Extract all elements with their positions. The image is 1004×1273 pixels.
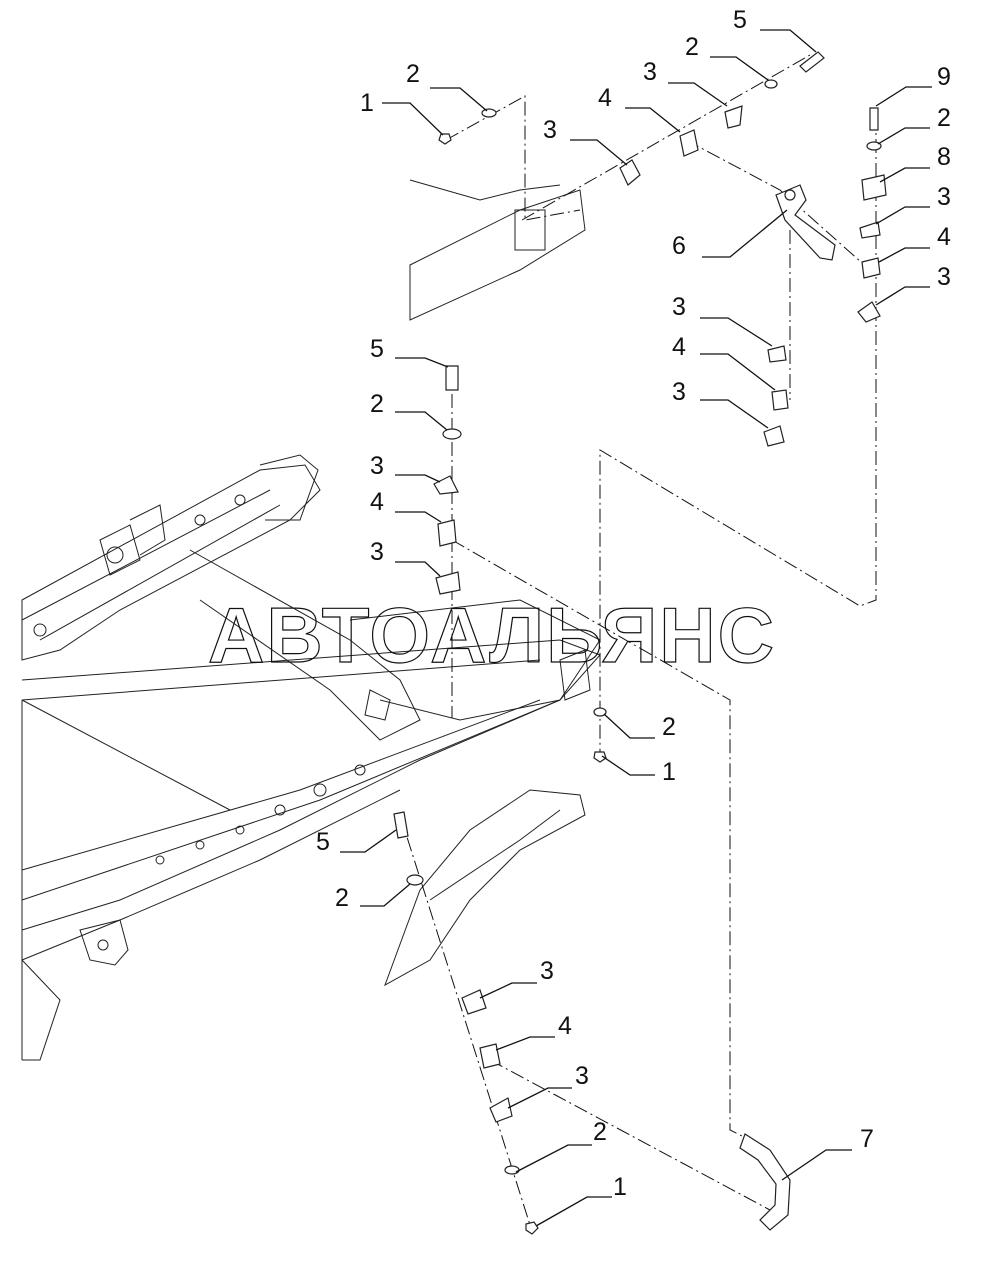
callout-5: 5 [733, 6, 747, 34]
washer-part [481, 108, 497, 118]
callout-2: 2 [335, 884, 349, 912]
callout-1: 1 [662, 758, 676, 786]
bushing-part [437, 519, 457, 547]
callout-2: 2 [406, 60, 420, 88]
bushing-part [679, 129, 699, 157]
clamp-part [859, 221, 881, 239]
callout-2: 2 [685, 33, 699, 61]
clamp-part [489, 1097, 513, 1123]
callout-3: 3 [370, 538, 384, 566]
callout-4: 4 [558, 1012, 572, 1040]
callout-3: 3 [672, 293, 686, 321]
nut-part [593, 751, 607, 763]
bolt-part [869, 107, 879, 131]
callout-2: 2 [937, 104, 951, 132]
callout-1: 1 [360, 89, 374, 117]
clamp-part [724, 105, 743, 129]
callout-3: 3 [937, 263, 951, 291]
callout-5: 5 [370, 335, 384, 363]
callout-4: 4 [370, 488, 384, 516]
nut-part [438, 133, 452, 145]
nut-part [525, 1221, 539, 1235]
callout-4: 4 [672, 333, 686, 361]
washer-part [764, 79, 778, 89]
bent-rod-part [739, 1133, 791, 1231]
clamp-part [857, 301, 881, 323]
callout-1: 1 [613, 1173, 627, 1201]
washer-part [504, 1165, 520, 1175]
callout-9: 9 [937, 63, 951, 91]
clamp-part [461, 989, 487, 1015]
bolt-part [393, 811, 409, 839]
bushing-part [479, 1043, 501, 1069]
callout-3: 3 [540, 957, 554, 985]
bolt-part [445, 365, 459, 391]
clamp-part [763, 425, 785, 447]
callout-4: 4 [937, 223, 951, 251]
leader-lines [340, 29, 932, 1227]
callout-3: 3 [672, 378, 686, 406]
callout-3: 3 [575, 1062, 589, 1090]
watermark: АВТОАЛЬЯНС [208, 591, 776, 679]
bolt-part [799, 51, 825, 73]
clamp-part [433, 475, 459, 495]
callout-8: 8 [937, 143, 951, 171]
washer-part [593, 707, 607, 717]
callout-2: 2 [370, 390, 384, 418]
washer-part [866, 141, 882, 151]
plate-part [861, 174, 887, 201]
callout-3: 3 [370, 452, 384, 480]
assembly-lines [399, 54, 877, 1226]
callout-7: 7 [860, 1125, 874, 1153]
washer-part [442, 428, 462, 440]
callout-2: 2 [593, 1118, 607, 1146]
callout-6: 6 [672, 232, 686, 260]
bushing-part [861, 257, 881, 279]
callout-3: 3 [643, 58, 657, 86]
bracket-part [775, 184, 836, 261]
clamp-part [435, 571, 461, 595]
callout-3: 3 [937, 183, 951, 211]
callout-3: 3 [543, 116, 557, 144]
callout-2: 2 [662, 713, 676, 741]
chassis-frame-drawing [21, 179, 601, 1061]
clamp-part [619, 159, 641, 186]
bushing-part [771, 389, 789, 411]
callout-labels: 1 2 3 3 4 2 5 6 9 2 8 3 4 3 3 4 3 5 2 3 … [316, 6, 951, 1201]
parts [393, 51, 887, 1235]
clamp-part [767, 345, 787, 363]
callout-4: 4 [598, 84, 612, 112]
washer-part [406, 874, 424, 886]
callout-5: 5 [316, 828, 330, 856]
